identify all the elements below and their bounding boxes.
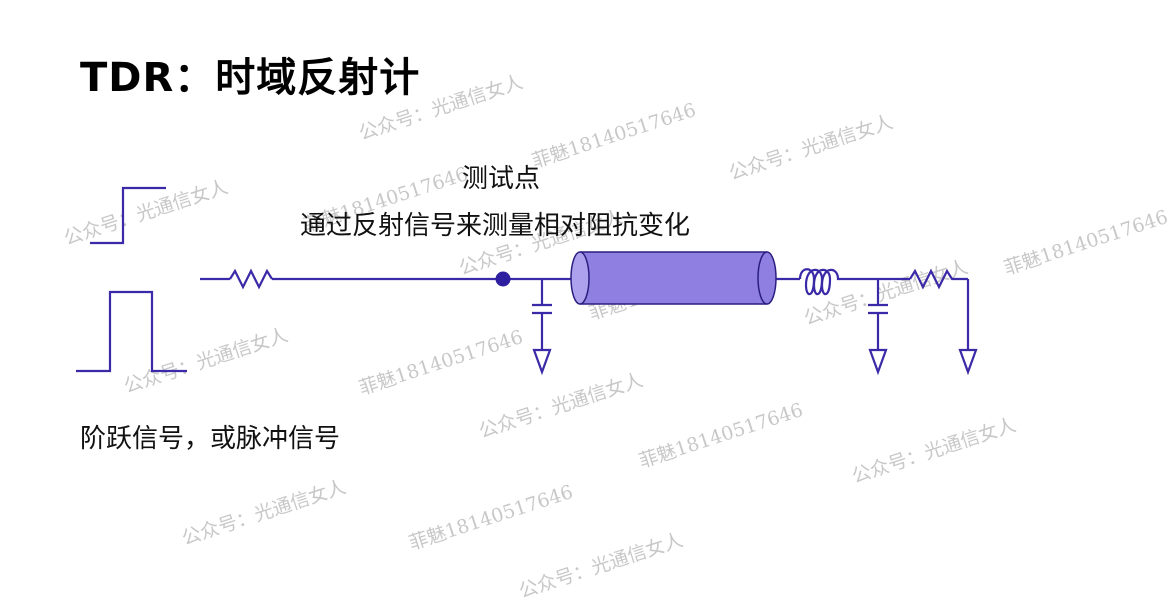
inductor-icon xyxy=(798,268,845,296)
test-point-dot xyxy=(495,271,511,287)
test-point-label: 测试点 xyxy=(462,164,541,194)
load-resistor-icon xyxy=(909,268,968,290)
ground-icon xyxy=(868,348,888,376)
ground-icon xyxy=(532,348,552,376)
page-title: TDR：时域反射计 xyxy=(80,55,421,101)
signal-type-label: 阶跃信号，或脉冲信号 xyxy=(80,424,341,454)
transmission-line-cable xyxy=(570,251,777,305)
source-resistor-icon xyxy=(229,268,273,290)
step-waveform-icon xyxy=(90,186,166,245)
pulse-waveform-icon xyxy=(76,290,187,373)
ground-icon xyxy=(958,348,978,376)
method-label: 通过反射信号来测量相对阻抗变化 xyxy=(300,211,691,241)
tdr-circuit-diagram xyxy=(76,186,978,376)
